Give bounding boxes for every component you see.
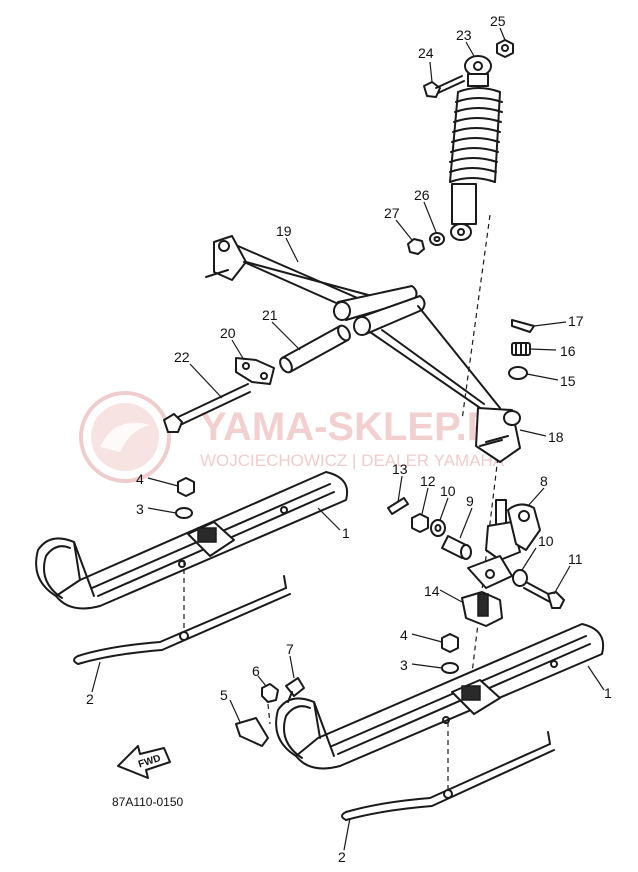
callout-13: 13 — [392, 461, 408, 477]
callout-3-lower: 3 — [400, 657, 408, 673]
callout-22: 22 — [174, 349, 190, 365]
part-17-cotter-pin — [511, 319, 535, 333]
part-8-spindle — [467, 499, 541, 589]
callout-12: 12 — [420, 473, 436, 489]
watermark-brand: YAMA-SKLEP.PL — [200, 405, 518, 449]
callout-10-b: 10 — [538, 533, 554, 549]
part-10-washer-a — [430, 519, 446, 537]
callout-6: 6 — [252, 663, 260, 679]
part-27-nut — [407, 238, 425, 255]
part-24-bolt — [423, 75, 465, 98]
callout-9: 9 — [466, 493, 474, 509]
callout-27: 27 — [384, 205, 400, 221]
callout-8: 8 — [540, 473, 548, 489]
part-20-plate — [235, 357, 275, 385]
callouts: 25 23 24 26 27 19 17 16 15 21 20 22 18 4… — [86, 13, 612, 865]
part-3-washer-lower — [441, 662, 459, 674]
alignment-line-spindle — [469, 439, 501, 691]
callout-25: 25 — [490, 13, 506, 29]
part-19-a-arm — [205, 235, 521, 463]
callout-18: 18 — [548, 429, 564, 445]
callout-20: 20 — [220, 325, 236, 341]
callout-1-upper: 1 — [342, 525, 350, 541]
alignment-line-shock — [461, 214, 491, 421]
part-18-stud — [485, 435, 509, 443]
part-1-ski-upper — [35, 471, 348, 610]
part-23-shock-absorber — [449, 55, 503, 241]
part-2-runner-upper — [73, 560, 291, 665]
callout-3-upper: 3 — [136, 501, 144, 517]
part-4-nut-upper — [177, 477, 195, 497]
callout-2-lower: 2 — [338, 849, 346, 865]
callout-4-lower: 4 — [400, 627, 408, 643]
part-16-castle-nut — [511, 342, 531, 356]
part-10-washer-b — [512, 569, 528, 587]
part-3-washer-upper — [175, 507, 193, 519]
part-4-nut-lower — [441, 633, 459, 653]
callout-1-lower: 1 — [604, 685, 612, 701]
shock-spring — [449, 87, 503, 183]
callout-7: 7 — [286, 641, 294, 657]
diagram-code: 87A110-0150 — [112, 795, 184, 809]
part-14-damper — [461, 591, 503, 627]
fwd-arrow-icon: FWD — [117, 745, 171, 779]
callout-2-upper: 2 — [86, 691, 94, 707]
part-5-cover — [235, 717, 269, 747]
part-15-washer — [508, 366, 528, 380]
callout-17: 17 — [568, 313, 584, 329]
part-7-rivet — [285, 677, 305, 703]
watermark: YAMA-SKLEP.PL WOJCIECHOWICZ | DEALER YAM… — [79, 391, 518, 483]
part-25-nut — [496, 39, 514, 58]
alignment-line-rivet — [267, 703, 271, 725]
callout-10-a: 10 — [440, 483, 456, 499]
callout-14: 14 — [424, 583, 440, 599]
callout-26: 26 — [414, 187, 430, 203]
part-12-castle-nut — [411, 513, 429, 533]
callout-5: 5 — [220, 687, 228, 703]
part-26-washer — [429, 232, 445, 246]
callout-16: 16 — [560, 343, 576, 359]
callout-4-upper: 4 — [136, 471, 144, 487]
callout-21: 21 — [262, 307, 278, 323]
leader-lines — [91, 27, 605, 851]
watermark-logo-icon — [79, 391, 171, 483]
part-2-runner-lower — [341, 722, 555, 821]
watermark-tagline: WOJCIECHOWICZ | DEALER YAMAHA — [200, 451, 505, 470]
part-9-bushing — [441, 535, 472, 560]
part-21-tube — [279, 324, 351, 374]
part-1-ski-lower — [275, 623, 604, 770]
callout-15: 15 — [560, 373, 576, 389]
part-22-long-bolt — [163, 383, 251, 433]
callout-23: 23 — [456, 27, 472, 43]
callout-19: 19 — [276, 223, 292, 239]
callout-24: 24 — [418, 45, 434, 61]
part-6-nut — [261, 683, 279, 703]
callout-11: 11 — [568, 551, 583, 567]
